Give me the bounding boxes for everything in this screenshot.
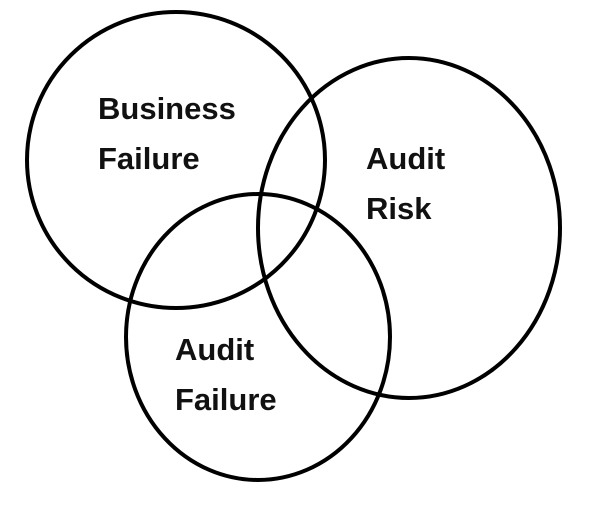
circle-audit-risk xyxy=(256,56,562,400)
label-audit-risk-line-2: Risk xyxy=(366,191,432,226)
label-business-failure-line-2: Failure xyxy=(98,141,200,176)
label-audit-failure-line-1: Audit xyxy=(175,332,255,367)
label-business-failure-line-1: Business xyxy=(98,91,236,126)
circle-audit-failure xyxy=(124,192,392,482)
label-audit-failure-line-2: Failure xyxy=(175,382,277,417)
label-audit-risk-line-1: Audit xyxy=(366,141,446,176)
label-audit-risk: Audit Risk xyxy=(366,134,445,234)
label-business-failure: Business Failure xyxy=(98,84,236,184)
circle-business-failure xyxy=(25,10,327,310)
label-audit-failure: Audit Failure xyxy=(175,325,277,425)
